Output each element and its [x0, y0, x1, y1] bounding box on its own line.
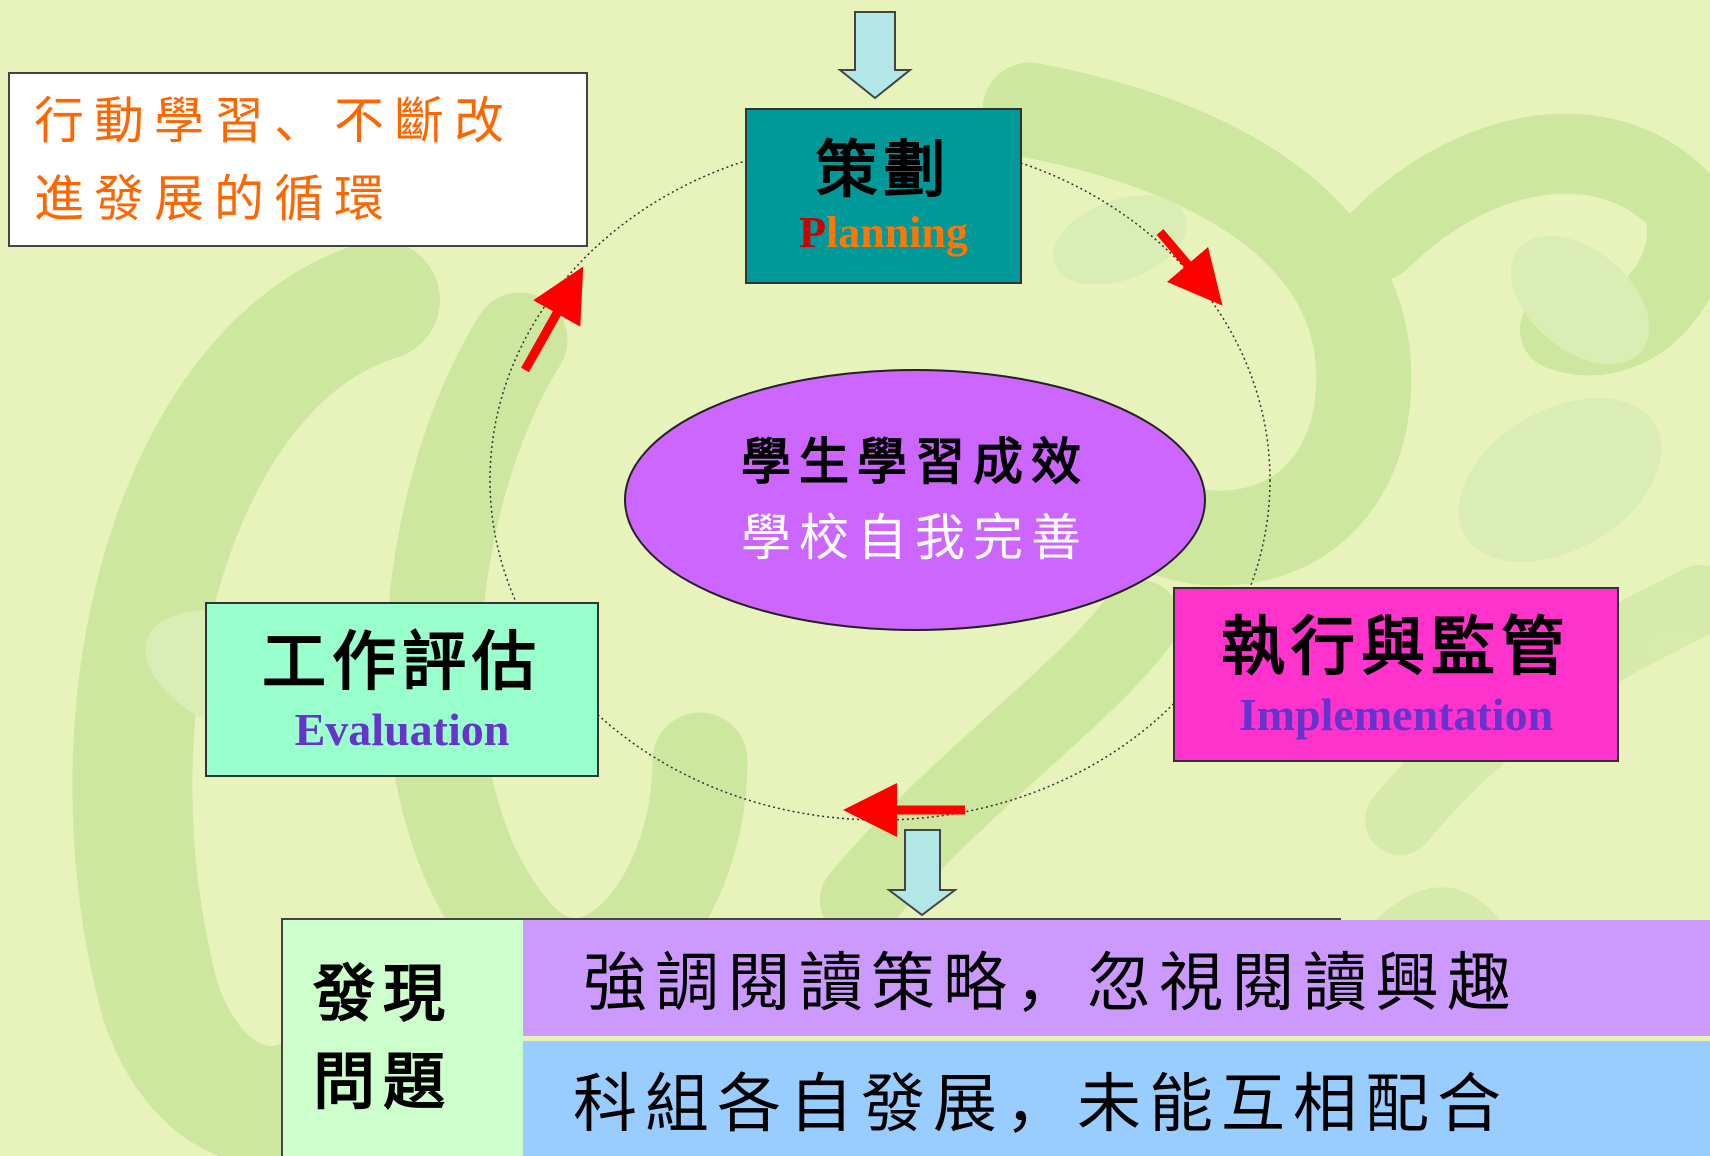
- title-line-2: 進發展的循環: [34, 169, 394, 228]
- down-arrow-bottom: [886, 829, 958, 917]
- problems-label-cell: 發現 問題: [281, 918, 523, 1156]
- problem-item-1: 強調閱讀策略，忽視閱讀興趣: [523, 920, 1710, 1036]
- problems-top-border: [281, 918, 1341, 920]
- evaluation-label-zh: 工作評估: [262, 624, 542, 700]
- center-ellipse: [624, 369, 1206, 631]
- problems-label-line-2: 問題: [313, 1045, 454, 1118]
- planning-label-en-first: P: [799, 208, 826, 257]
- planning-label-en: Planning: [799, 207, 968, 259]
- planning-box: 策劃 Planning: [745, 108, 1022, 284]
- cycle-title-box: 行動學習、不斷改 進發展的循環: [8, 72, 588, 247]
- cycle-arrow-planning-to-implementation: [1156, 229, 1223, 306]
- planning-label-en-rest: lanning: [826, 208, 968, 257]
- title-line-1: 行動學習、不斷改: [34, 91, 514, 150]
- cycle-arrow-evaluation-to-planning: [521, 266, 584, 373]
- evaluation-label-en: Evaluation: [294, 703, 510, 755]
- center-line-1: 學生學習成效: [741, 432, 1089, 491]
- planning-label-zh: 策劃: [815, 133, 952, 206]
- implementation-label-zh: 執行與監管: [1221, 609, 1571, 685]
- problems-label-line-1: 發現: [313, 957, 454, 1030]
- center-outcome: 學生學習成效 學校自我完善: [628, 400, 1202, 600]
- down-arrow-top: [837, 11, 913, 100]
- problem-item-2: 科組各自發展，未能互相配合: [523, 1041, 1710, 1156]
- problems-table: 發現 問題 強調閱讀策略，忽視閱讀興趣 科組各自發展，未能互相配合: [281, 918, 1710, 1156]
- center-line-2: 學校自我完善: [741, 509, 1089, 567]
- evaluation-box: 工作評估 Evaluation: [205, 602, 599, 777]
- implementation-label-en: Implementation: [1238, 688, 1554, 740]
- implementation-box: 執行與監管 Implementation: [1173, 587, 1619, 762]
